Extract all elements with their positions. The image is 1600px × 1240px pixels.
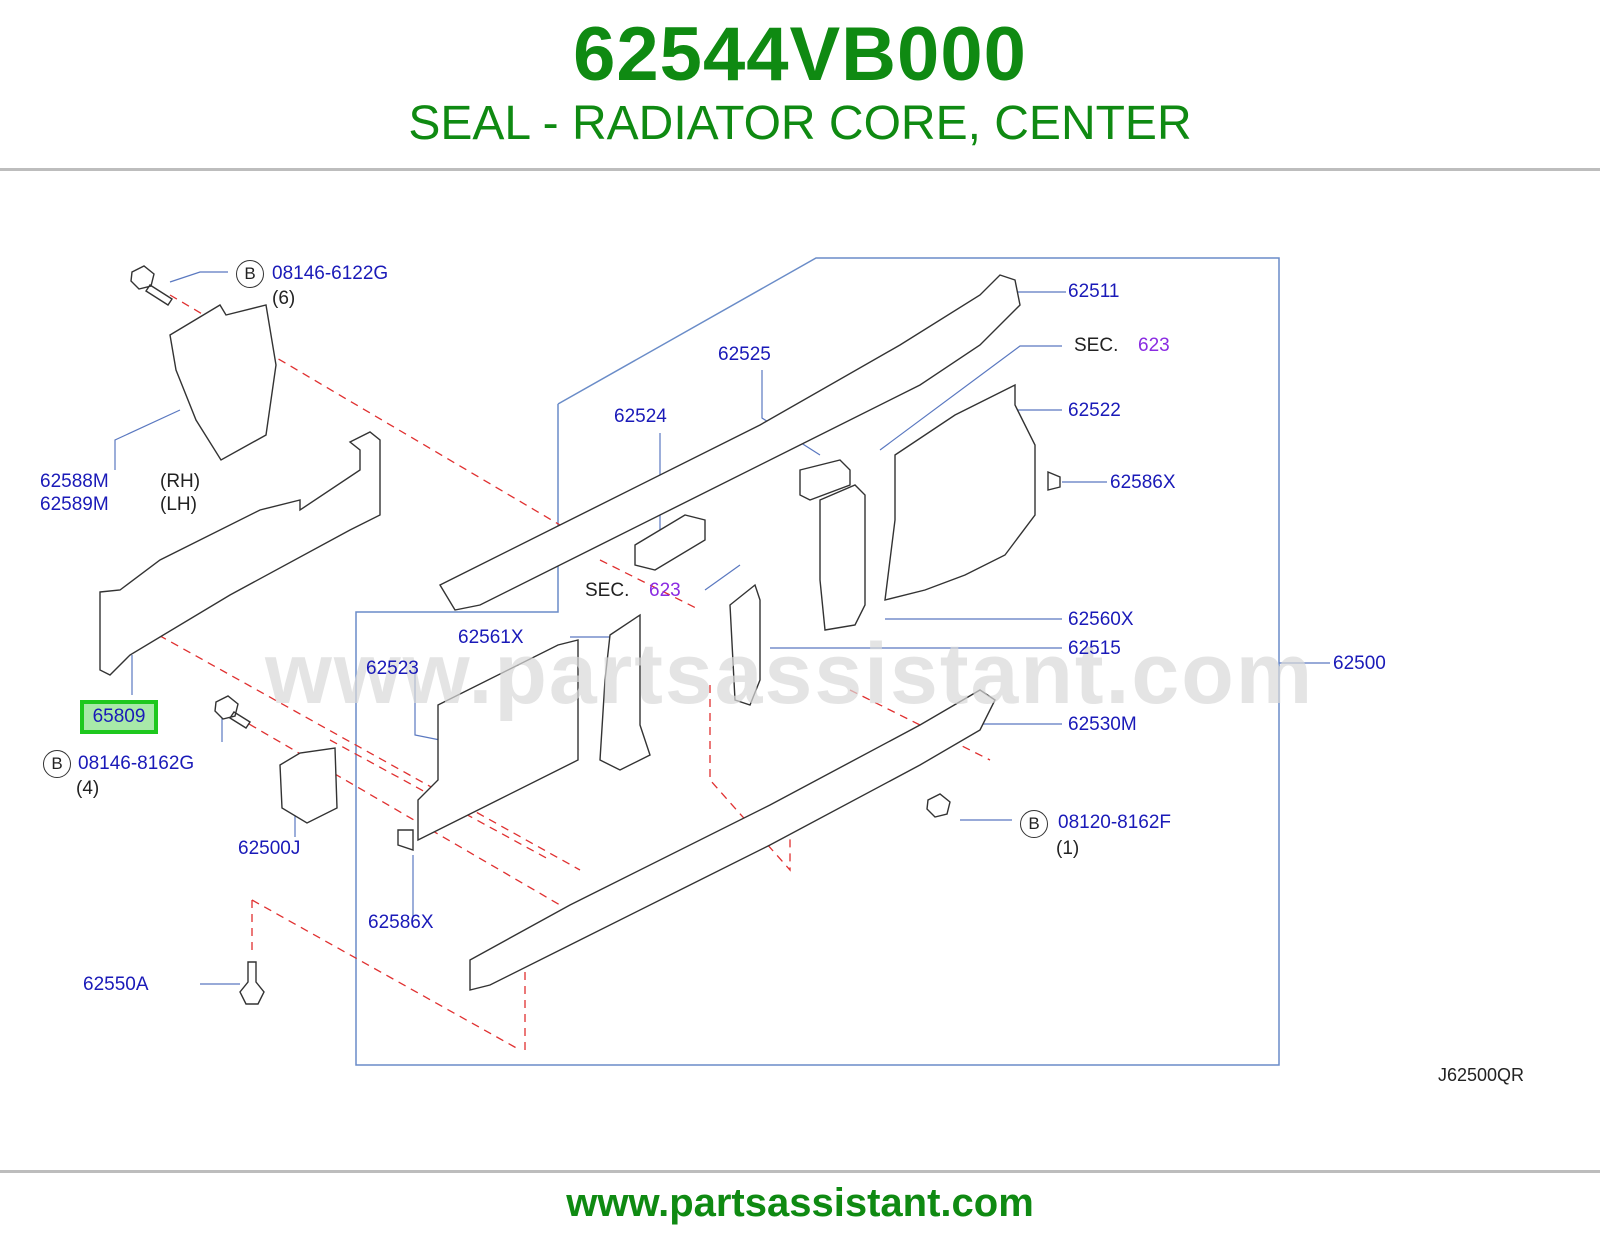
label-62500[interactable]: 62500 <box>1333 653 1386 674</box>
label-08146-6122g[interactable]: 08146-6122G <box>272 263 389 284</box>
qty-1: (1) <box>1056 838 1080 859</box>
bracket-62524 <box>634 514 706 571</box>
diagram-code: J62500QR <box>1438 1065 1525 1085</box>
member-62560x <box>819 484 866 631</box>
stay-62515 <box>729 583 761 706</box>
footer-url[interactable]: www.partsassistant.com <box>566 1181 1034 1225</box>
highlighted-part-65809[interactable]: 65809 <box>80 700 158 734</box>
label-62515[interactable]: 62515 <box>1068 638 1121 659</box>
seal-plate-65809 <box>99 431 381 676</box>
bracket-62588m <box>169 304 277 461</box>
label-62522[interactable]: 62522 <box>1068 400 1121 421</box>
bolt-mid-left <box>214 695 251 729</box>
label-62561x[interactable]: 62561X <box>458 627 524 648</box>
label-62530m[interactable]: 62530M <box>1068 714 1137 735</box>
label-62586x-right[interactable]: 62586X <box>1110 472 1176 493</box>
bolt-b-marker-1: B <box>236 260 264 288</box>
bolt-b-marker-2: B <box>43 750 71 778</box>
label-62511[interactable]: 62511 <box>1068 281 1120 302</box>
panel-62523 <box>417 639 579 842</box>
qty-4: (4) <box>76 778 100 799</box>
part-name-subtitle: SEAL - RADIATOR CORE, CENTER <box>408 97 1192 150</box>
rh-text: (RH) <box>160 471 201 492</box>
bolt-62550a <box>239 961 265 1005</box>
qty-6: (6) <box>272 288 296 309</box>
bolt-lower-right <box>926 793 951 818</box>
member-62561x <box>599 613 651 771</box>
part-number-title: 62544VB000 <box>573 12 1027 97</box>
upper-rail-62511 <box>439 274 1021 611</box>
sec-number-lower[interactable]: 623 <box>649 580 681 601</box>
label-08120-8162f[interactable]: 08120-8162F <box>1058 812 1172 833</box>
bolt-b-marker-3: B <box>1020 810 1048 838</box>
label-08146-8162g[interactable]: 08146-8162G <box>78 753 195 774</box>
label-62524[interactable]: 62524 <box>614 406 667 427</box>
lower-rail-62530m <box>469 689 996 991</box>
sec-number-upper[interactable]: 623 <box>1138 335 1170 356</box>
label-62588m[interactable]: 62588M <box>40 471 109 492</box>
support-62522 <box>884 383 1036 601</box>
clip-62586x-right <box>1047 470 1061 491</box>
header-divider <box>0 168 1600 171</box>
label-62560x[interactable]: 62560X <box>1068 609 1134 630</box>
label-62550a[interactable]: 62550A <box>83 974 149 995</box>
footer-divider <box>0 1170 1600 1173</box>
label-62500j[interactable]: 62500J <box>238 838 301 859</box>
label-62525[interactable]: 62525 <box>718 344 771 365</box>
bolt-top-left <box>130 265 173 306</box>
sec-text-upper: SEC. <box>1074 335 1119 356</box>
label-65809: 65809 <box>92 706 146 727</box>
label-62589m[interactable]: 62589M <box>40 494 109 515</box>
label-62523[interactable]: 62523 <box>366 658 419 679</box>
lh-text: (LH) <box>160 494 197 515</box>
watermark: www.partsassistant.com <box>265 626 1315 722</box>
sec-text-lower: SEC. <box>585 580 630 601</box>
label-62586x-left[interactable]: 62586X <box>368 912 434 933</box>
bracket-62525 <box>799 459 851 501</box>
clip-62586x-left <box>397 829 414 851</box>
assembly-frame <box>355 257 1280 1066</box>
bracket-62500j <box>279 747 338 824</box>
